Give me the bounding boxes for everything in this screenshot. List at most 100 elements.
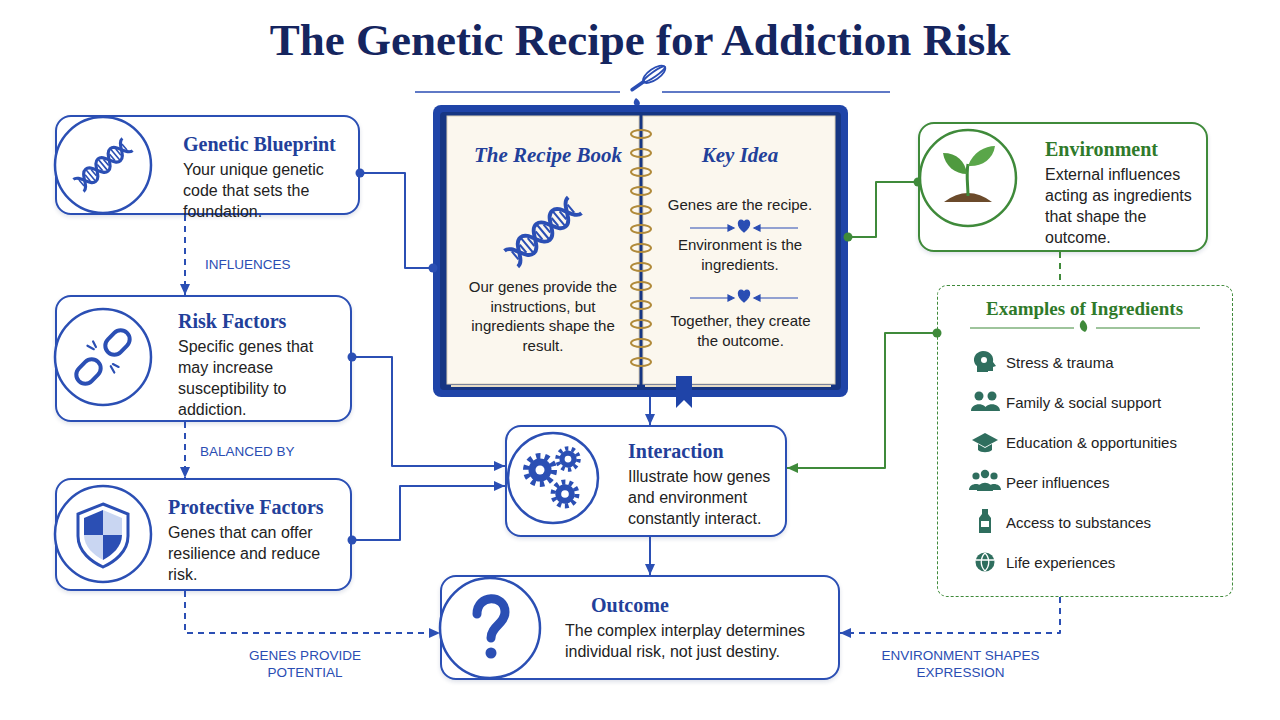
book-cover-inner	[440, 112, 841, 390]
drop-mark	[634, 98, 640, 106]
divider-arrow	[754, 295, 760, 301]
question-icon	[477, 599, 505, 659]
connector	[184, 422, 186, 478]
node-text: Key Idea	[655, 143, 825, 168]
gear-teeth	[553, 482, 577, 506]
connector	[649, 397, 651, 425]
person-icon	[988, 392, 997, 401]
heart-mark	[738, 220, 749, 232]
connector	[649, 537, 651, 575]
person-body	[971, 404, 1000, 411]
spiral-ring	[631, 206, 651, 214]
node-text: Together, they create the outcome.	[663, 311, 818, 350]
break-sparks	[87, 341, 119, 373]
shield-outline	[78, 504, 128, 567]
icon-circle	[440, 578, 540, 678]
node-text: Your unique genetic code that sets the f…	[183, 159, 355, 222]
node-heading: Interaction	[628, 438, 780, 464]
node-text: Our genes provide the instructions, but …	[468, 277, 618, 355]
question-curve	[477, 599, 505, 638]
whisk-icon	[629, 62, 668, 94]
person-body	[969, 483, 1001, 491]
spiral-ring	[631, 244, 651, 252]
divider-arrow	[728, 225, 734, 231]
shield-quarter	[103, 510, 122, 535]
divider-line	[690, 227, 732, 228]
edge-label: INFLUENCES	[205, 256, 325, 273]
node-heading: Protective Factors	[168, 494, 336, 520]
divider-arrow	[728, 295, 734, 301]
bottle-icon	[979, 509, 991, 533]
connector	[848, 182, 918, 237]
node-text: Specific genes that may increase suscept…	[178, 336, 344, 420]
shield-quarter	[103, 535, 122, 560]
connector-dot	[348, 536, 357, 545]
globe-lines	[976, 553, 994, 571]
gear-teeth	[526, 456, 554, 484]
environment-box: EnvironmentExternal influences acting as…	[918, 122, 1208, 252]
sprout-icon	[943, 146, 995, 202]
concept-box: Genetic BlueprintYour unique genetic cod…	[55, 115, 360, 215]
person-icon	[981, 470, 989, 478]
gear-hole	[561, 490, 569, 498]
gear	[558, 449, 579, 470]
divider-line	[756, 227, 798, 228]
icon-circle	[508, 433, 598, 523]
risk-box: Risk FactorsSpecific genes that may incr…	[55, 295, 352, 422]
dna-icon	[73, 138, 132, 191]
chain-link	[102, 327, 134, 359]
dna-illustration	[504, 197, 581, 266]
cap-icon	[978, 444, 992, 452]
soil-mound	[944, 193, 992, 202]
node-text: Genes that can offer resilience and redu…	[168, 522, 336, 585]
spiral-ring	[631, 149, 651, 157]
shield-quarter	[84, 510, 103, 535]
spiral-ring	[631, 130, 651, 138]
heart-mark	[738, 290, 749, 302]
rule-line	[970, 327, 1074, 328]
connector-dot	[356, 169, 365, 178]
spiral-ring	[631, 339, 651, 347]
icon-circle	[55, 309, 151, 405]
title-rule	[662, 91, 890, 93]
connector-dot	[914, 178, 923, 187]
gear-hole	[565, 456, 572, 463]
heading-rule	[970, 320, 1200, 332]
bottle-label	[981, 521, 989, 527]
page-edge	[451, 385, 637, 387]
bookmark-ribbon	[676, 376, 692, 408]
spiral-ring	[631, 320, 651, 328]
interaction-box: InteractionIllustrate how genes and envi…	[505, 425, 787, 537]
divider-line	[690, 297, 732, 298]
broken-chain-icon	[66, 320, 141, 395]
node-text: Genes are the recipe.	[655, 195, 825, 215]
spiral-ring	[631, 225, 651, 233]
cap-icon	[972, 433, 998, 447]
sprout-stem	[966, 164, 970, 196]
protective-box: Protective FactorsGenes that can offer r…	[55, 478, 352, 591]
ingredient-icons	[969, 351, 1001, 572]
gear-body	[555, 484, 575, 504]
sprout-leaf	[968, 146, 995, 166]
icon-circle	[55, 117, 151, 213]
connector	[787, 333, 937, 468]
shield-quarter	[84, 535, 103, 560]
page-edge	[645, 385, 831, 387]
connector	[185, 591, 440, 633]
connector	[184, 215, 186, 295]
globe-icon	[976, 553, 995, 572]
gear-body	[529, 459, 552, 482]
connector	[840, 597, 1060, 633]
node-text: External influences acting as ingredient…	[1045, 164, 1205, 248]
edge-label: ENVIRONMENT SHAPES EXPRESSION	[878, 647, 1043, 681]
gear-teeth	[558, 449, 579, 470]
node-text: Environment is the ingredients.	[670, 235, 810, 274]
connector-dot	[429, 264, 438, 273]
edge-label: BALANCED BY	[200, 443, 320, 460]
shield-icon	[78, 504, 128, 567]
node-heading: Examples of Ingredients	[938, 298, 1231, 320]
node-text: Access to substances	[1006, 513, 1226, 533]
node-text: Education & opportunities	[1006, 433, 1226, 453]
connector-dot	[844, 233, 853, 242]
